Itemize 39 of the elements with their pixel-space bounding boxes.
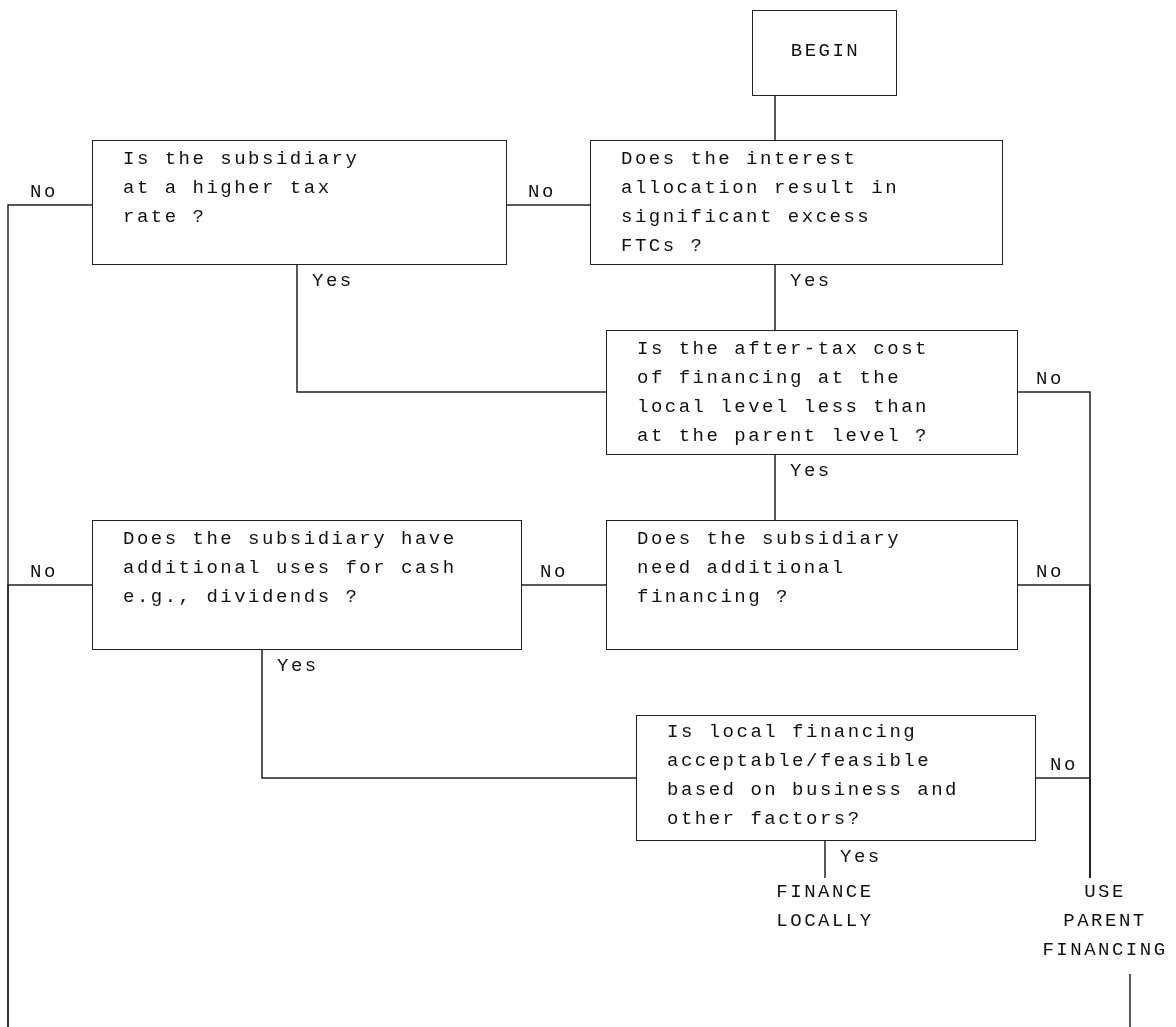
- edge-label: No: [540, 561, 568, 583]
- decision-box: [92, 140, 507, 265]
- question-text: Does the subsidiary have additional uses for cash e.g., dividends ?: [123, 527, 458, 610]
- question-text: BEGIN: [789, 39, 862, 64]
- decision-box: [590, 140, 1003, 265]
- edge-label: Yes: [277, 655, 319, 677]
- connector-line: [774, 95, 776, 141]
- connector-line: [296, 264, 607, 393]
- edge-label: No: [30, 561, 58, 583]
- decision-box: [606, 520, 1018, 650]
- question-text: Does the interest allocation result in significant excess FTCs ?: [621, 147, 901, 259]
- outcome-text: USE PARENT FINANCING: [1041, 880, 1169, 963]
- connector-line: [7, 584, 93, 1027]
- connector-line: [261, 649, 637, 779]
- question-text: Is the subsidiary at a higher tax rate ?: [123, 147, 361, 230]
- connector-line: [1129, 973, 1131, 1027]
- edge-label: Yes: [840, 846, 882, 868]
- question-text: Is local financing acceptable/feasible based on business and other factors?: [667, 720, 960, 832]
- decision-box: [606, 330, 1018, 455]
- outcome-text: FINANCE LOCALLY: [775, 880, 875, 934]
- edge-label: No: [528, 181, 556, 203]
- decision-box: [92, 520, 522, 650]
- edge-label: No: [1036, 368, 1064, 390]
- edge-label: No: [1050, 754, 1078, 776]
- edge-label: Yes: [790, 270, 832, 292]
- edge-label: No: [30, 181, 58, 203]
- connector-line: [506, 204, 591, 206]
- edge-label: Yes: [790, 460, 832, 482]
- decision-box: [636, 715, 1036, 841]
- connector-line: [774, 454, 776, 521]
- edge-label: Yes: [312, 270, 354, 292]
- connector-line: [824, 840, 826, 879]
- connector-line: [521, 584, 607, 586]
- edge-label: No: [1036, 561, 1064, 583]
- connector-line: [774, 264, 776, 331]
- start-box: [752, 10, 897, 96]
- question-text: Does the subsidiary need additional financing ?: [637, 527, 903, 610]
- connector-line: [1035, 777, 1091, 879]
- question-text: Is the after-tax cost of financing at the local level less than at the parent level ?: [637, 337, 930, 449]
